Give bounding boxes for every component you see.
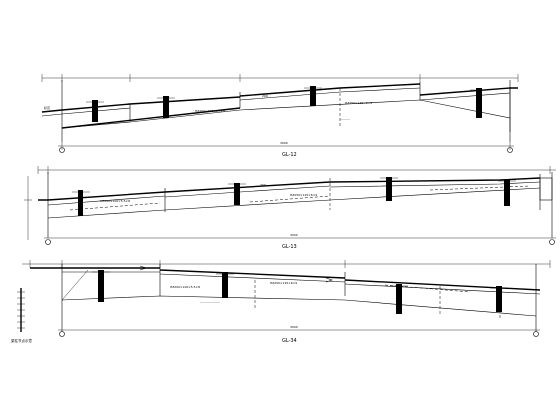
svg-text:HZ200×100×5.5×8: HZ200×100×5.5×8 (100, 199, 130, 203)
svg-text:————: ———— (340, 118, 351, 121)
svg-text:HZ250×125×6×9: HZ250×125×6×9 (290, 193, 317, 197)
elev-mark: 标高 (44, 105, 50, 110)
legend-column-detail: 梁柱节点示意 (11, 288, 32, 343)
svg-text:3000: 3000 (290, 325, 298, 329)
svg-text:200: 200 (260, 183, 266, 187)
beam-gl-12: HZ200×100×5.5×8 HZ250×125×6×9 ———— 200 标… (41, 74, 519, 158)
svg-text:————————: ———————— (200, 301, 221, 304)
svg-text:HZ200×100×5.5×8: HZ200×100×5.5×8 (170, 285, 200, 289)
small-dim: 200 (262, 94, 268, 98)
beam-gl-34: HZ200×100×5.5×8 HZ250×125×6×9 ———————— 3… (22, 260, 551, 344)
svg-text:HZ250×125×6×9: HZ250×125×6×9 (345, 101, 372, 105)
beam-gl-13: HZ200×100×5.5×8 HZ250×125×6×9 200 3000 G… (24, 166, 556, 250)
svg-text:3000: 3000 (280, 141, 288, 145)
svg-text:3000: 3000 (290, 233, 298, 237)
beam-label-gl-12: GL-12 (282, 152, 297, 158)
beam-label-gl-13: GL-13 (282, 244, 297, 250)
beam-label-gl-34: GL-34 (282, 338, 297, 344)
legend-label: 梁柱节点示意 (11, 338, 32, 343)
svg-text:HZ200×100×5.5×8: HZ200×100×5.5×8 (195, 109, 225, 113)
svg-text:HZ250×125×6×9: HZ250×125×6×9 (270, 281, 297, 285)
